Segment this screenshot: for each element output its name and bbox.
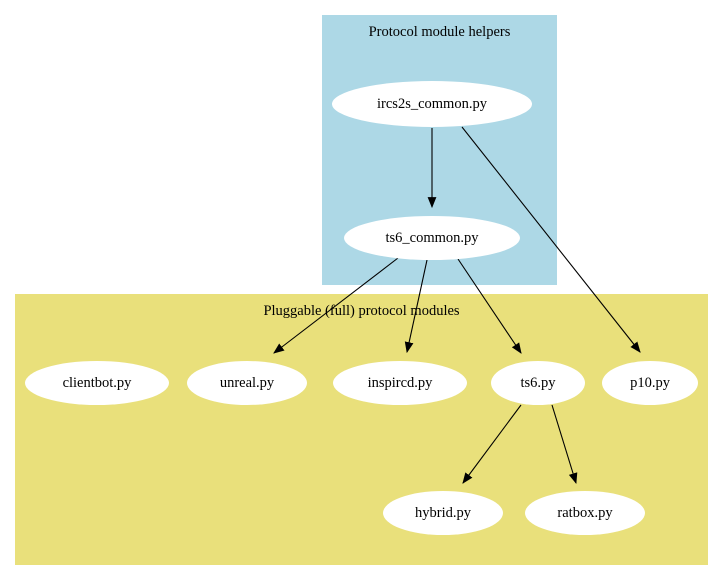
node-p10: p10.py	[602, 361, 698, 405]
node-unreal-label: unreal.py	[219, 374, 275, 391]
node-ircs2s-common: ircs2s_common.py	[332, 81, 532, 127]
node-ratbox-label: ratbox.py	[557, 504, 613, 521]
node-hybrid-label: hybrid.py	[415, 504, 471, 521]
node-inspircd-label: inspircd.py	[367, 374, 433, 391]
cluster-modules-label: Pluggable (full) protocol modules	[263, 303, 460, 319]
node-ratbox: ratbox.py	[525, 491, 645, 535]
node-ts6-common-label: ts6_common.py	[385, 229, 479, 246]
node-hybrid: hybrid.py	[383, 491, 503, 535]
node-ts6-common: ts6_common.py	[344, 216, 520, 260]
node-ts6: ts6.py	[491, 361, 585, 405]
node-inspircd: inspircd.py	[333, 361, 467, 405]
node-ircs2s-common-label: ircs2s_common.py	[377, 95, 487, 112]
node-ts6-label: ts6.py	[520, 374, 556, 391]
node-unreal: unreal.py	[187, 361, 307, 405]
cluster-helpers-label: Protocol module helpers	[368, 24, 511, 40]
node-clientbot-label: clientbot.py	[62, 374, 132, 391]
node-p10-label: p10.py	[630, 374, 670, 391]
node-clientbot: clientbot.py	[25, 361, 169, 405]
